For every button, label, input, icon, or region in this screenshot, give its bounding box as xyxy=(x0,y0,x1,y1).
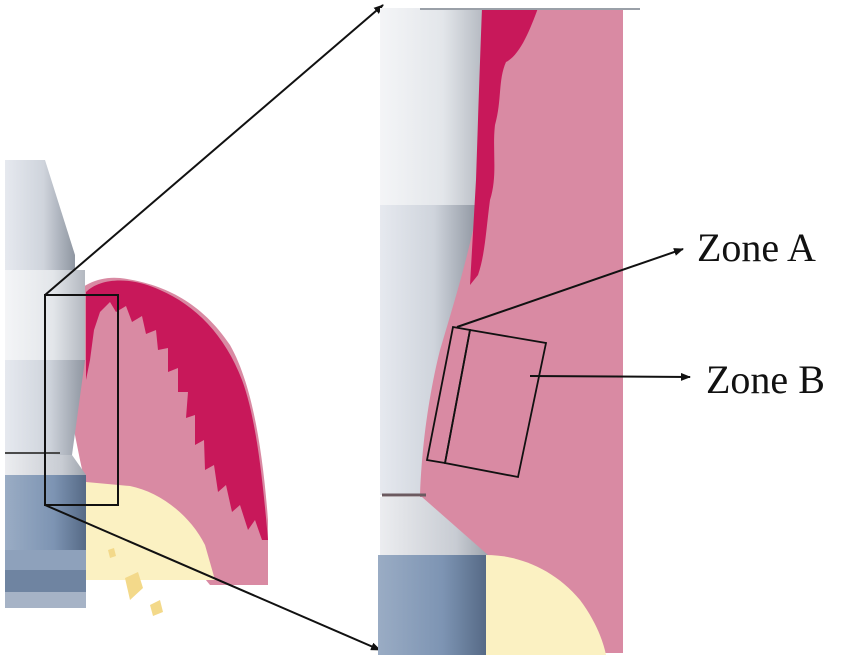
overview-illustration xyxy=(5,160,268,616)
overview-implant-thread xyxy=(5,570,86,592)
overview-implant-thread xyxy=(5,550,86,570)
magnified-illustration xyxy=(378,8,640,655)
magnified-abutment-upper xyxy=(380,8,485,205)
magnified-implant-body xyxy=(378,555,486,655)
zoom-arrow-top xyxy=(45,5,383,295)
zone-a-label: Zone A xyxy=(697,228,816,268)
zone-b-arrow xyxy=(530,376,690,377)
overview-abutment-cone xyxy=(5,160,75,270)
overview-bone-chip xyxy=(150,600,163,616)
overview-implant-thread xyxy=(5,592,86,608)
zone-b-label: Zone B xyxy=(706,360,825,400)
